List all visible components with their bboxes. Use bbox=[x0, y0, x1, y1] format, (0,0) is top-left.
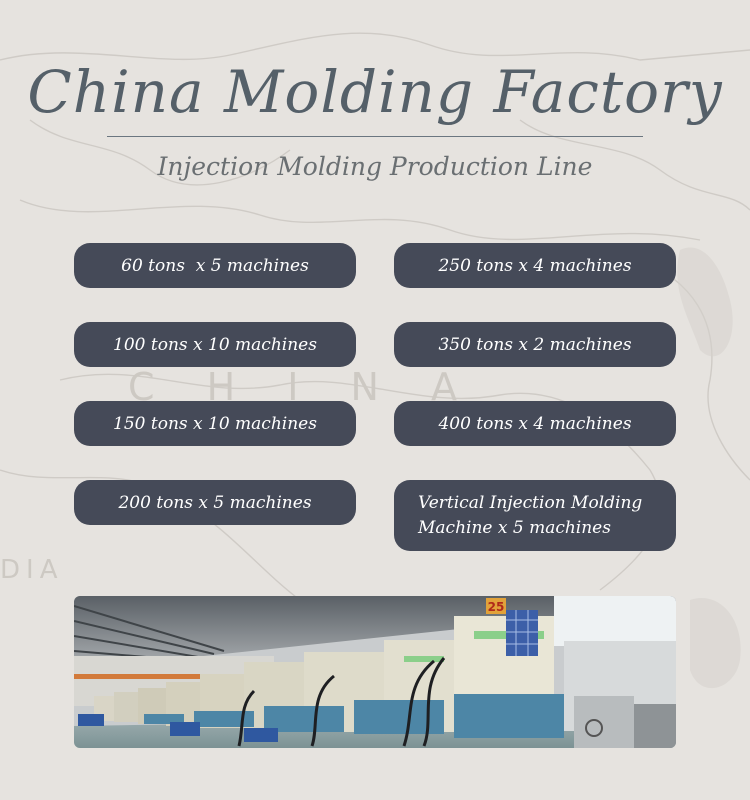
page-subtitle: Injection Molding Production Line bbox=[157, 152, 593, 181]
machine-pill-400t: 400 tons x 4 machines bbox=[394, 401, 676, 446]
machine-pill-60t: 60 tons x 5 machines bbox=[74, 243, 356, 288]
machine-pill-200t: 200 tons x 5 machines bbox=[74, 480, 356, 525]
machine-pill-vertical: Vertical Injection Molding Machine x 5 m… bbox=[394, 480, 676, 551]
title-divider bbox=[107, 136, 643, 137]
page-title: China Molding Factory bbox=[27, 58, 723, 126]
machine-pill-250t: 250 tons x 4 machines bbox=[394, 243, 676, 288]
machine-pill-150t: 150 tons x 10 machines bbox=[74, 401, 356, 446]
machine-number-sign: 25 bbox=[488, 600, 505, 614]
map-label-india: DIA bbox=[0, 555, 63, 585]
machine-pill-100t: 100 tons x 10 machines bbox=[74, 322, 356, 367]
factory-photo: 25 bbox=[74, 596, 676, 748]
machine-pill-350t: 350 tons x 2 machines bbox=[394, 322, 676, 367]
